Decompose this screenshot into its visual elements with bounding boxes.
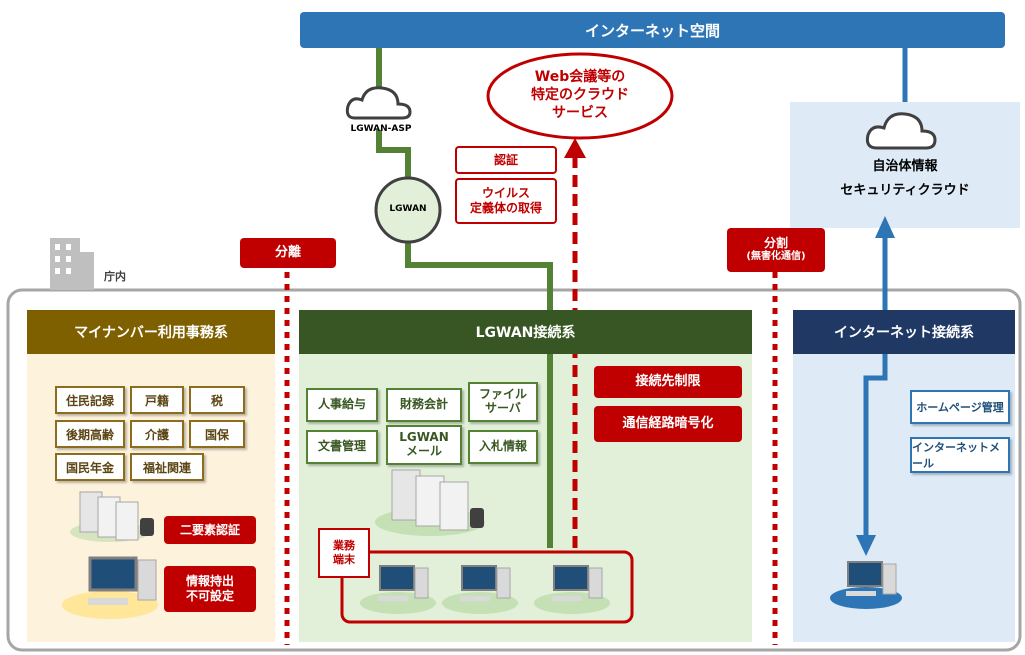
lgwan-item: 財務会計 xyxy=(386,388,462,422)
lgwan-item: ファイル サーバ xyxy=(468,382,538,422)
lgwan-item-label: 文書管理 xyxy=(317,439,366,454)
division-line-2: (無害化通信) xyxy=(746,251,806,263)
mynumber-item-label: 国保 xyxy=(204,427,229,442)
lgwan-node-label: LGWAN xyxy=(389,204,427,214)
lgwan-item-label: サーバ xyxy=(485,401,521,415)
lgwan-connection-line-2 xyxy=(376,130,411,178)
mynumber-server-icon xyxy=(70,491,154,542)
mynumber-item-label: 介護 xyxy=(144,427,169,442)
mynumber-item-label: 後期高齢 xyxy=(65,427,114,442)
division-line-1: 分割 xyxy=(763,236,788,251)
lgwan-item-label: ファイル xyxy=(478,387,527,402)
separation-label: 分離 xyxy=(274,244,301,260)
web-meeting-label: Web会議等の 特定のクラウド サービス xyxy=(500,68,660,122)
destination-limit-badge: 接続先制限 xyxy=(594,366,742,398)
lgwan-node xyxy=(374,176,442,244)
internet-space-bar: インターネット空間 xyxy=(300,12,1005,48)
auth-label: 認証 xyxy=(493,152,518,167)
municipal-cloud-line-1: 自治体情報 xyxy=(872,159,938,174)
office-label: 庁内 xyxy=(104,270,126,283)
mynumber-item: 国保 xyxy=(189,420,245,448)
terminal-pc-2 xyxy=(442,565,518,614)
internet-item-label: インターネットメール xyxy=(912,441,1000,470)
division-badge: 分割 (無害化通信) xyxy=(727,228,825,272)
internet-item: ホームページ管理 xyxy=(910,390,1010,424)
two-factor-label: 二要素認証 xyxy=(179,522,240,537)
lgwan-server-icon xyxy=(375,469,485,536)
lgwan-item-label: 人事給与 xyxy=(317,397,366,412)
pc-arrowhead xyxy=(856,535,876,556)
lgwan-zone-bg xyxy=(299,310,752,642)
terminal-pc-3 xyxy=(534,565,610,614)
mynumber-item: 戸籍 xyxy=(130,386,184,414)
mynumber-item: 住民記録 xyxy=(55,386,125,414)
terminal-pc-1 xyxy=(360,565,436,614)
internet-item-label: ホームページ管理 xyxy=(916,401,1004,414)
mynumber-item: 税 xyxy=(189,386,245,414)
no-export-badge: 情報持出 不可設定 xyxy=(164,566,256,612)
mynumber-item-label: 国民年金 xyxy=(65,460,114,475)
lgwan-asp-label: LGWAN-ASP xyxy=(350,124,412,134)
internet-zone-route xyxy=(863,232,888,538)
terminal-group-frame xyxy=(340,550,634,624)
municipal-cloud-icon xyxy=(865,112,937,150)
encryption-label: 通信経路暗号化 xyxy=(622,415,714,431)
web-meeting-line-1: Web会議等の xyxy=(534,69,626,85)
mynumber-item-label: 福祉関連 xyxy=(142,460,191,475)
office-building-icon xyxy=(50,238,94,290)
lgwan-item: 入札情報 xyxy=(468,430,538,464)
mynumber-item-label: 税 xyxy=(210,393,223,408)
mynumber-item-label: 住民記録 xyxy=(65,393,114,408)
terminal-line-1: 業務 xyxy=(333,538,355,552)
virus-box: ウイルス 定義体の取得 xyxy=(455,178,557,224)
lgwan-zone-title: LGWAN接続系 xyxy=(475,325,576,341)
mynumber-item-label: 戸籍 xyxy=(144,393,169,408)
lgwan-asp-cloud-icon xyxy=(345,86,412,120)
lgwan-item: 文書管理 xyxy=(306,430,378,464)
web-meeting-ellipse xyxy=(486,52,674,140)
internet-item: インターネットメール xyxy=(910,437,1010,473)
auth-box: 認証 xyxy=(455,146,557,174)
mynumber-zone-title: マイナンバー利用事務系 xyxy=(74,325,228,341)
mynumber-item: 後期高齢 xyxy=(55,420,125,448)
municipal-cloud-label: 自治体情報 セキュリティクラウド xyxy=(790,155,1020,203)
lgwan-item-label: 財務会計 xyxy=(399,397,448,412)
municipal-cloud-line-2: セキュリティクラウド xyxy=(840,183,970,198)
mynumber-pc-icon xyxy=(62,556,158,619)
destination-limit-label: 接続先制限 xyxy=(635,373,701,389)
lgwan-item-label: 入札情報 xyxy=(478,439,527,454)
web-meeting-arrowhead xyxy=(564,138,586,158)
terminal-line-2: 端末 xyxy=(333,553,355,566)
encryption-badge: 通信経路暗号化 xyxy=(594,406,742,442)
separation-badge: 分離 xyxy=(240,238,336,268)
internet-zone-header: インターネット接続系 xyxy=(793,310,1015,354)
no-export-line-2: 不可設定 xyxy=(185,589,234,603)
two-factor-badge: 二要素認証 xyxy=(164,516,256,544)
internet-zone-bg xyxy=(793,310,1015,642)
lgwan-item-label: LGWAN xyxy=(399,430,449,445)
web-meeting-line-3: サービス xyxy=(552,105,608,121)
mynumber-item: 国民年金 xyxy=(55,453,125,481)
cloud-arrowhead xyxy=(875,216,895,238)
internet-space-label: インターネット空間 xyxy=(584,21,720,40)
mynumber-item: 介護 xyxy=(130,420,184,448)
lgwan-item: 人事給与 xyxy=(306,388,378,422)
lgwan-item-label: メール xyxy=(405,444,442,458)
lgwan-item: LGWAN メール xyxy=(386,425,462,465)
terminal-label-box: 業務 端末 xyxy=(318,528,370,578)
lgwan-zone-header: LGWAN接続系 xyxy=(299,310,752,354)
virus-line-2: 定義体の取得 xyxy=(469,201,542,215)
internet-pc-icon xyxy=(830,561,902,609)
virus-line-1: ウイルス xyxy=(481,186,530,200)
mynumber-item: 福祉関連 xyxy=(130,453,204,481)
no-export-line-1: 情報持出 xyxy=(185,574,234,588)
lgwan-connection-line-3 xyxy=(405,240,553,548)
web-meeting-line-2: 特定のクラウド xyxy=(531,87,629,103)
internet-zone-title: インターネット接続系 xyxy=(834,325,974,341)
mynumber-zone-header: マイナンバー利用事務系 xyxy=(27,310,275,354)
